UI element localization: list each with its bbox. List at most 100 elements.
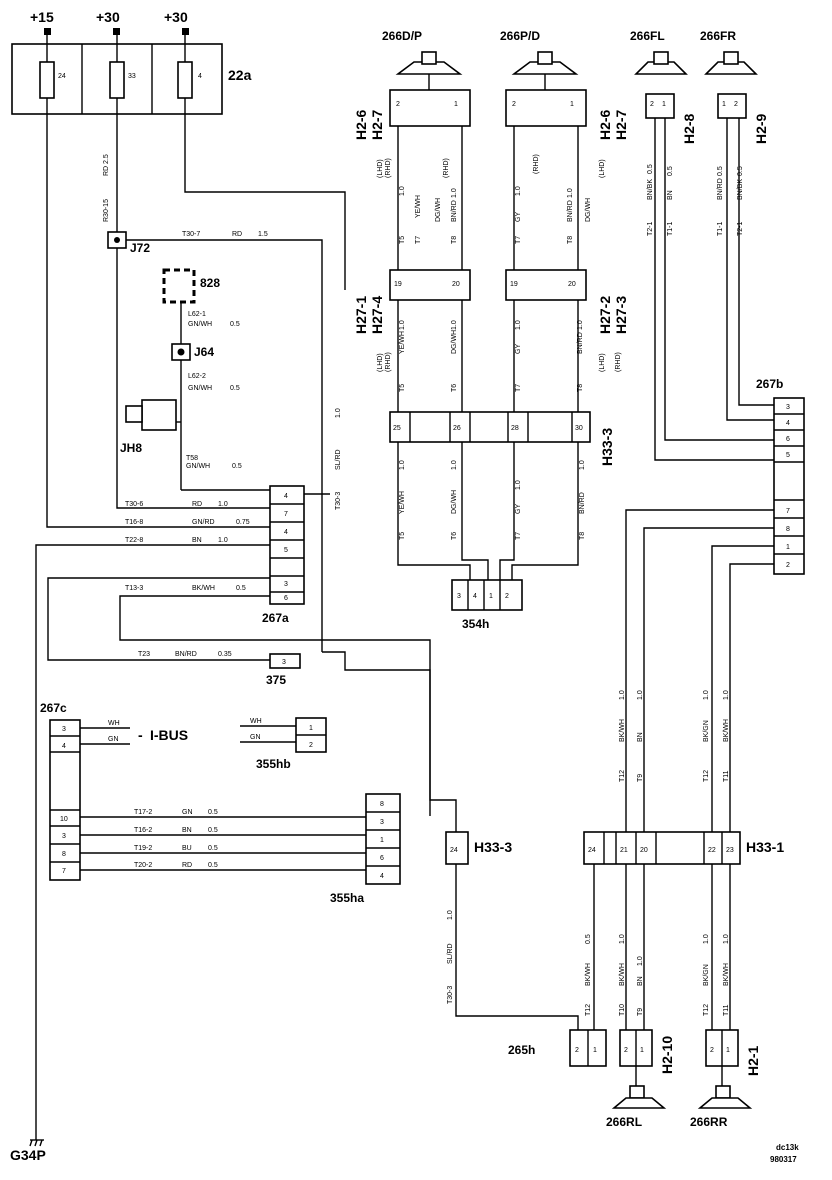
svg-text:T30-6: T30-6 xyxy=(125,501,143,508)
svg-text:26: 26 xyxy=(453,425,461,432)
svg-text:24: 24 xyxy=(588,847,596,854)
svg-text:H2-7: H2-7 xyxy=(369,109,385,140)
svg-text:1.0: 1.0 xyxy=(579,460,586,470)
svg-text:1: 1 xyxy=(722,101,726,108)
svg-text:BK/WH: BK/WH xyxy=(723,963,730,986)
connector-354h xyxy=(451,579,523,611)
svg-text:355hb: 355hb xyxy=(256,757,291,771)
svg-text:L62-1: L62-1 xyxy=(188,311,206,318)
svg-text:20: 20 xyxy=(452,281,460,288)
svg-text:T2-1: T2-1 xyxy=(647,222,654,237)
svg-text:0.5: 0.5 xyxy=(232,463,242,470)
svg-text:H27-4: H27-4 xyxy=(369,296,385,334)
svg-text:J72: J72 xyxy=(130,241,150,255)
svg-text:T7: T7 xyxy=(415,236,422,244)
svg-text:1: 1 xyxy=(489,593,493,600)
svg-text:0.5: 0.5 xyxy=(230,321,240,328)
svg-text:BN/RD: BN/RD xyxy=(567,200,574,222)
svg-text:1.0: 1.0 xyxy=(619,934,626,944)
svg-text:T17-2: T17-2 xyxy=(134,809,152,816)
svg-text:T30-3: T30-3 xyxy=(447,986,454,1004)
svg-text:BK/GN: BK/GN xyxy=(703,964,710,986)
connector-jh8 xyxy=(141,399,177,431)
svg-text:L62-2: L62-2 xyxy=(188,373,206,380)
svg-text:BN: BN xyxy=(637,732,644,742)
svg-text:266RR: 266RR xyxy=(690,1115,728,1129)
svg-text:267c: 267c xyxy=(40,701,67,715)
svg-text:1.0: 1.0 xyxy=(703,934,710,944)
svg-text:GN/WH: GN/WH xyxy=(186,463,210,470)
svg-text:BK/WH: BK/WH xyxy=(619,963,626,986)
svg-text:R30-15: R30-15 xyxy=(103,199,110,222)
svg-text:T22-8: T22-8 xyxy=(125,537,143,544)
svg-text:1: 1 xyxy=(662,101,666,108)
svg-text:4: 4 xyxy=(284,493,288,500)
svg-text:8: 8 xyxy=(380,801,384,808)
svg-text:BK/WH: BK/WH xyxy=(192,585,215,592)
svg-text:1.0: 1.0 xyxy=(451,320,458,330)
svg-text:1.0: 1.0 xyxy=(218,537,228,544)
svg-text:1: 1 xyxy=(570,101,574,108)
svg-text:BN: BN xyxy=(192,537,202,544)
svg-text:T23: T23 xyxy=(138,651,150,658)
svg-text:GY: GY xyxy=(515,212,522,222)
connector-375 xyxy=(269,653,301,669)
svg-text:2: 2 xyxy=(734,101,738,108)
svg-text:H2-6: H2-6 xyxy=(597,109,613,140)
svg-text:1.0: 1.0 xyxy=(637,956,644,966)
connector-h2-6-right xyxy=(505,89,587,127)
connector-h33-1 xyxy=(583,831,741,865)
svg-text:(RHD): (RHD) xyxy=(533,154,540,174)
fuse-box-label: 22a xyxy=(228,67,252,83)
connector-h2-9 xyxy=(717,93,747,119)
svg-text:0.5: 0.5 xyxy=(230,385,240,392)
svg-text:0.5: 0.5 xyxy=(667,166,674,176)
speaker-266pd xyxy=(511,51,579,90)
svg-text:T8: T8 xyxy=(567,236,574,244)
svg-text:DG/WH: DG/WH xyxy=(451,330,458,354)
svg-text:0.5: 0.5 xyxy=(208,862,218,869)
svg-text:YE/WH: YE/WH xyxy=(399,491,406,514)
svg-text:T8: T8 xyxy=(579,532,586,540)
svg-text:H2-10: H2-10 xyxy=(659,1036,675,1074)
power-plus15: +15 xyxy=(30,9,54,25)
connector-355ha: 8 3 1 6 4 xyxy=(365,793,401,885)
svg-text:BN/RD: BN/RD xyxy=(451,200,458,222)
svg-text:21: 21 xyxy=(620,847,628,854)
svg-text:BN/RD: BN/RD xyxy=(577,332,584,354)
svg-text:H2-7: H2-7 xyxy=(613,109,629,140)
svg-text:GN: GN xyxy=(182,809,193,816)
svg-text:4: 4 xyxy=(473,593,477,600)
svg-text:375: 375 xyxy=(266,673,286,687)
svg-text:DG/WH: DG/WH xyxy=(435,198,442,222)
svg-text:3: 3 xyxy=(62,726,66,733)
svg-text:JH8: JH8 xyxy=(120,441,142,455)
svg-text:0.5: 0.5 xyxy=(647,164,654,174)
svg-text:BN: BN xyxy=(637,976,644,986)
svg-text:T8: T8 xyxy=(451,236,458,244)
svg-text:T11: T11 xyxy=(723,770,730,782)
svg-text:T8: T8 xyxy=(577,384,584,392)
svg-text:RD: RD xyxy=(192,501,202,508)
svg-text:28: 28 xyxy=(511,425,519,432)
svg-text:0.5: 0.5 xyxy=(717,166,724,176)
svg-text:H2-9: H2-9 xyxy=(753,113,769,144)
svg-text:T30-3: T30-3 xyxy=(335,492,342,510)
svg-text:T2-1: T2-1 xyxy=(737,222,744,237)
svg-text:266FR: 266FR xyxy=(700,29,736,43)
svg-text:-: - xyxy=(138,727,143,743)
svg-text:24: 24 xyxy=(450,847,458,854)
svg-text:T16-8: T16-8 xyxy=(125,519,143,526)
footer-code-2: 980317 xyxy=(770,1155,797,1164)
svg-text:19: 19 xyxy=(510,281,518,288)
speaker-266dp xyxy=(395,51,463,90)
svg-text:H2-6: H2-6 xyxy=(353,109,369,140)
speaker-266rl xyxy=(611,1085,667,1109)
svg-text:T6: T6 xyxy=(451,532,458,540)
svg-text:1.0: 1.0 xyxy=(218,501,228,508)
svg-text:GN/RD: GN/RD xyxy=(192,519,215,526)
svg-text:BN: BN xyxy=(182,827,192,834)
svg-text:1.0: 1.0 xyxy=(515,320,522,330)
svg-text:1.0: 1.0 xyxy=(567,188,574,198)
connector-267b: 3 4 6 5 7 8 1 2 xyxy=(773,397,805,575)
